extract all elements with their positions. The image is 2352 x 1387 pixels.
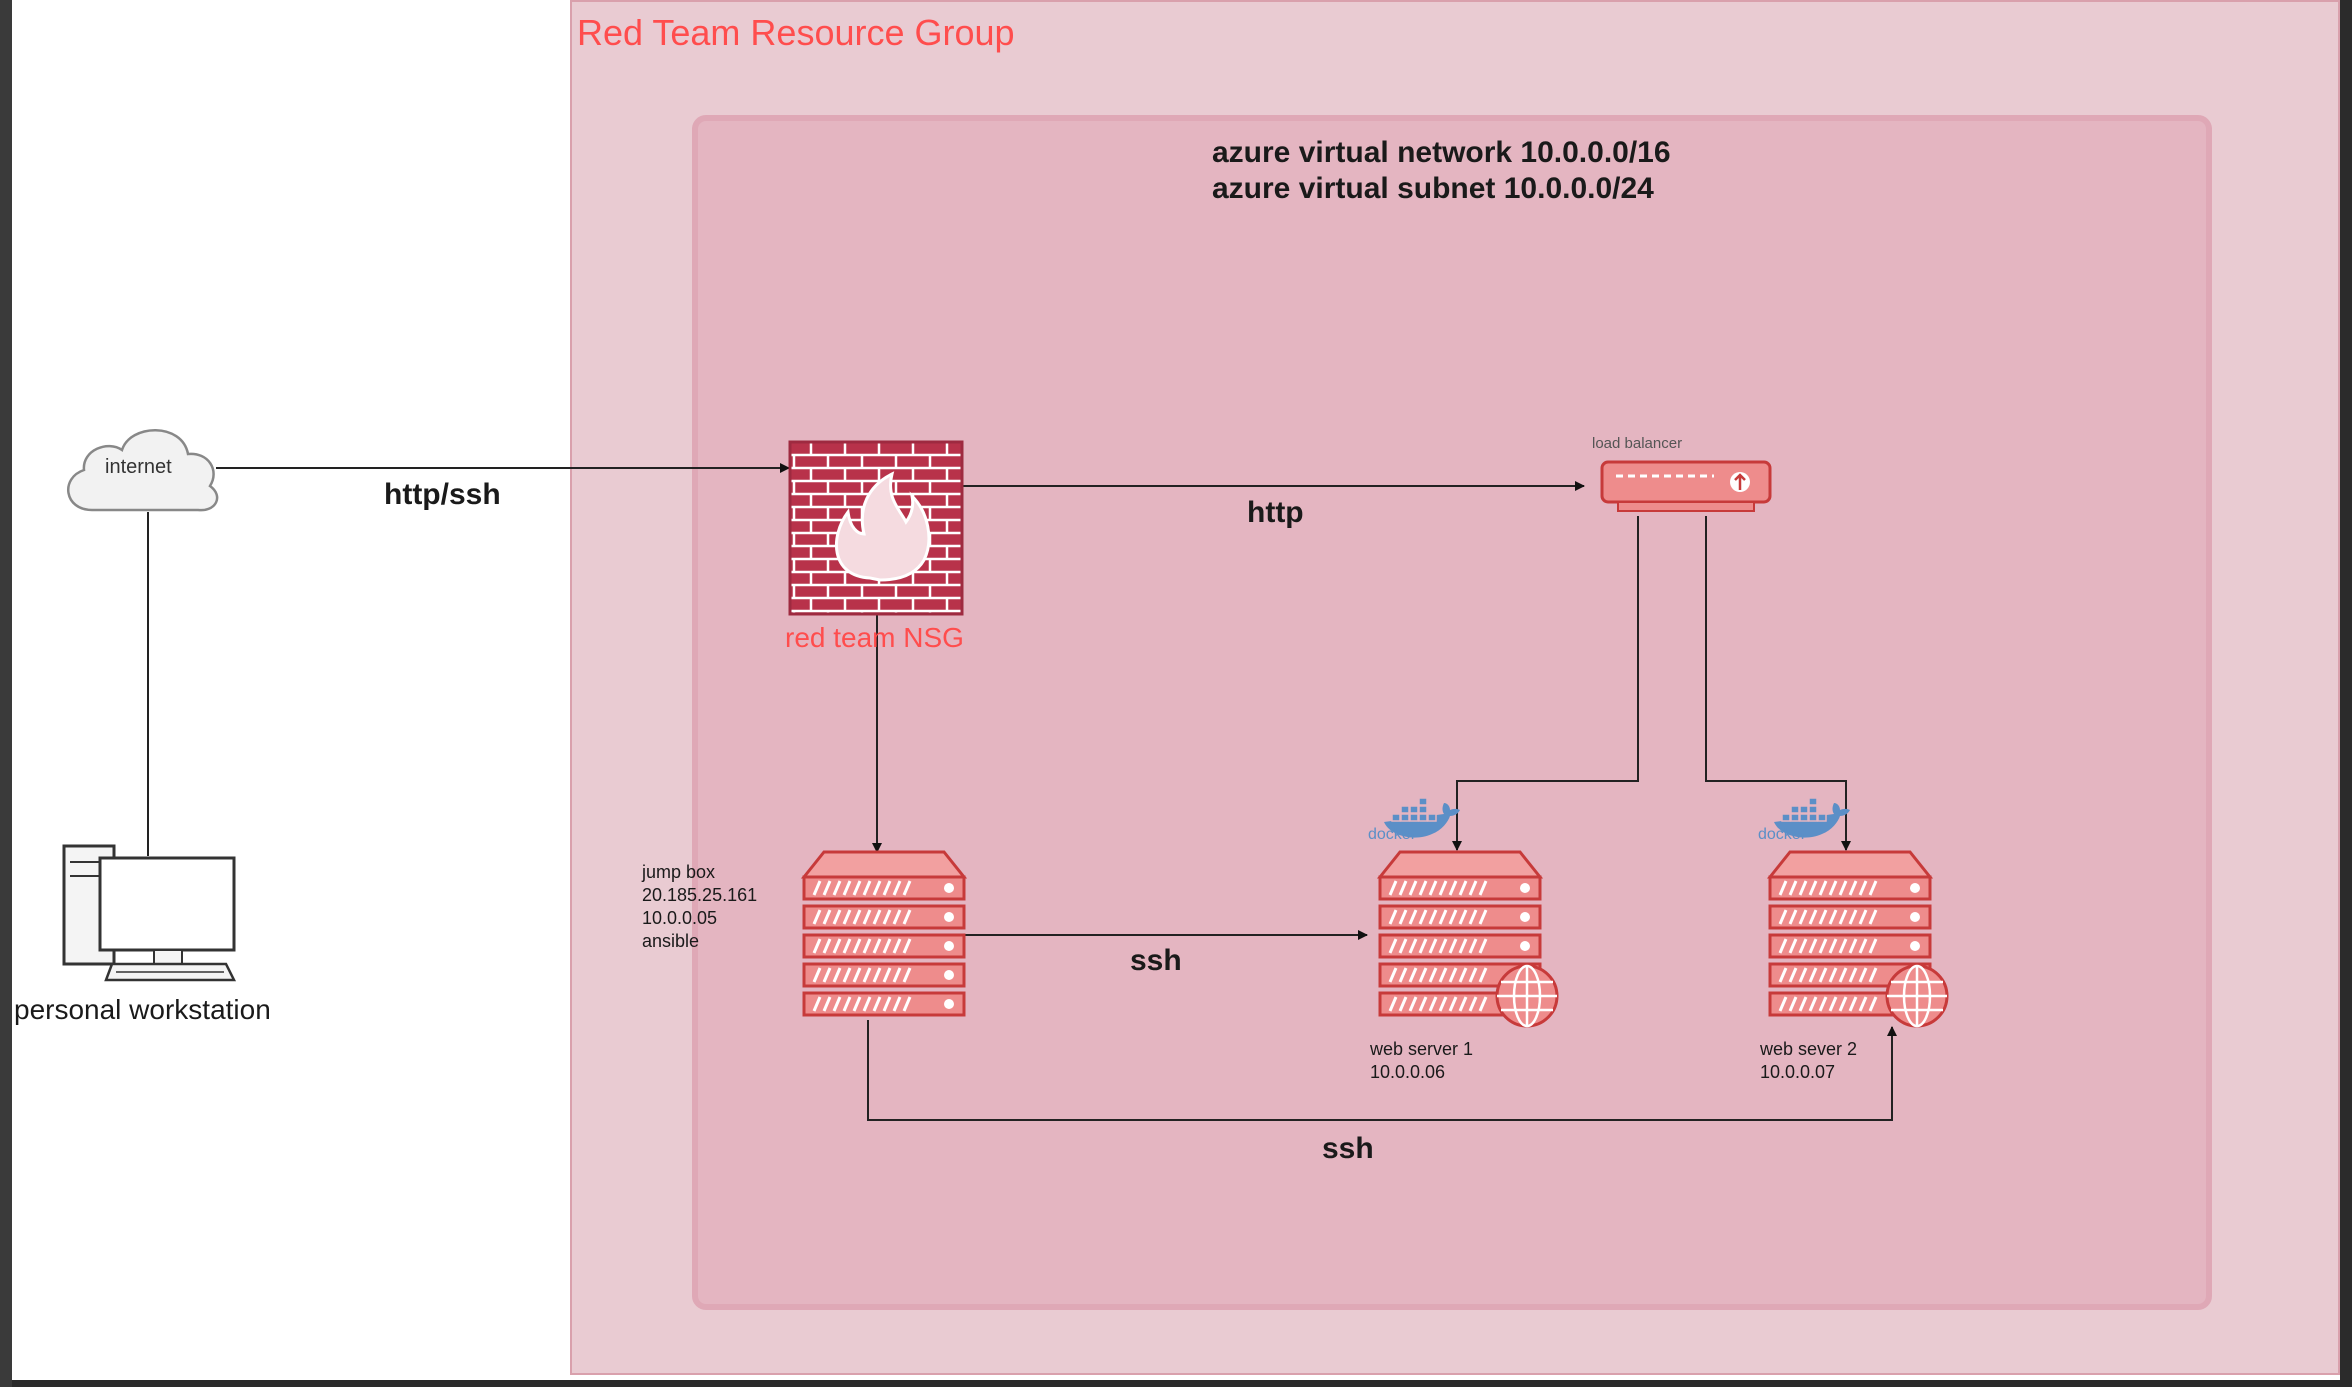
- diagram-canvas: Red Team Resource Group azure virtual ne…: [12, 0, 2340, 1380]
- virtual-network-title: azure virtual network 10.0.0.0/16 azure …: [1212, 135, 1671, 207]
- edge-lb-to-web1: [1452, 516, 1639, 851]
- edge-label-ssh-web2: ssh: [1322, 1132, 1374, 1165]
- resource-group-title: Red Team Resource Group: [577, 12, 1015, 53]
- load-balancer-icon: [1600, 460, 1772, 512]
- workstation-icon: [62, 844, 237, 982]
- edge-label-http: http: [1247, 496, 1304, 529]
- jump-box-server-icon: [802, 850, 966, 1017]
- subnet-line: azure virtual subnet 10.0.0.0/24: [1212, 172, 1654, 205]
- docker-badge-2: docker: [1758, 826, 1807, 843]
- jump-box-name: jump box: [642, 862, 716, 882]
- load-balancer-label: load balancer: [1592, 435, 1683, 452]
- docker-badge-1: docker: [1368, 826, 1417, 843]
- web-server-1-ip: 10.0.0.06: [1370, 1062, 1446, 1082]
- vnet-line: azure virtual network 10.0.0.0/16: [1212, 136, 1671, 169]
- edge-lb-to-web2: [1705, 516, 1851, 851]
- web-server-1-label: web server 1 10.0.0.06: [1370, 1038, 1473, 1084]
- web-server-2-ip: 10.0.0.07: [1760, 1062, 1836, 1082]
- internet-label: internet: [105, 456, 172, 478]
- jump-box-label: jump box 20.185.25.161 10.0.0.05 ansible: [642, 861, 757, 953]
- firewall-icon: [788, 440, 964, 616]
- virtual-network-container: [692, 115, 2212, 1310]
- web-server-1-name: web server 1: [1370, 1039, 1474, 1059]
- workstation-label: personal workstation: [14, 994, 271, 1025]
- window-edge: [0, 0, 12, 1387]
- web-server-2-label: web sever 2 10.0.0.07: [1760, 1038, 1857, 1084]
- edge-jump-to-web2: [867, 1020, 1897, 1121]
- nsg-label: red team NSG: [785, 622, 964, 653]
- edge-label-http-ssh: http/ssh: [384, 478, 501, 511]
- cloud-icon: [67, 429, 219, 512]
- jump-box-public-ip: 20.185.25.161: [642, 885, 758, 905]
- web-server-2-name: web sever 2: [1760, 1039, 1858, 1059]
- jump-box-private-ip: 10.0.0.05: [642, 908, 718, 928]
- edge-label-ssh-web1: ssh: [1130, 944, 1182, 977]
- diagram-svg: [62, 429, 1949, 1121]
- globe-icon: [1885, 964, 1949, 1028]
- globe-icon: [1495, 964, 1559, 1028]
- jump-box-role: ansible: [642, 931, 700, 951]
